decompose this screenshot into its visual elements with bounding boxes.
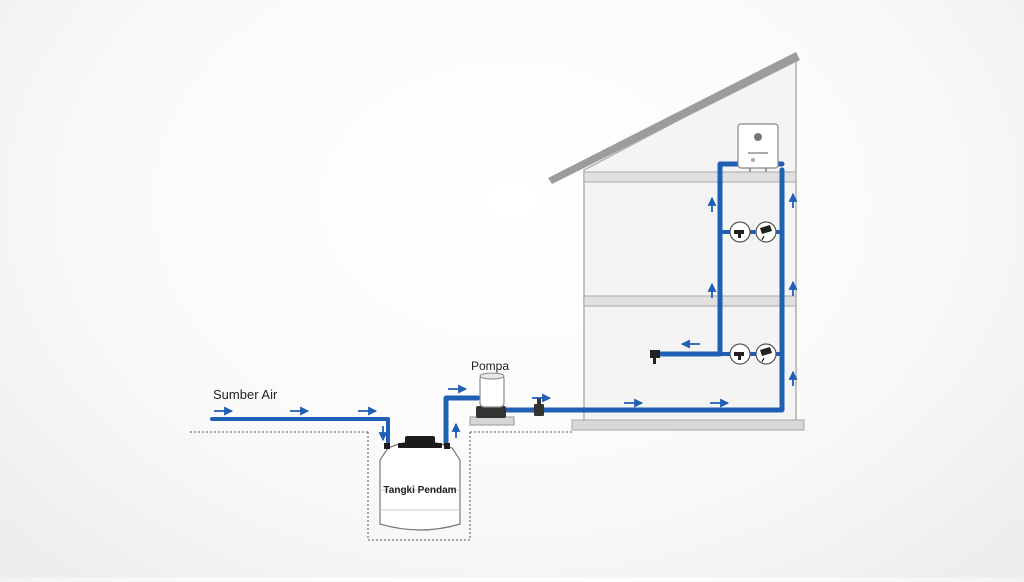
shower-icon <box>755 221 777 243</box>
house-foundation <box>571 419 805 431</box>
house-roof <box>548 52 800 184</box>
ground <box>190 431 572 541</box>
floor-slab-top <box>583 171 797 183</box>
hot-water-pipe <box>653 161 743 357</box>
faucet-icon <box>650 350 660 364</box>
water-pump-icon <box>469 372 515 426</box>
tank-to-pump-pipe <box>443 395 481 447</box>
source-label: Sumber Air <box>213 387 278 402</box>
floor-slab-middle <box>583 295 797 307</box>
faucet-icon <box>729 343 751 365</box>
water-heater-icon <box>737 123 779 172</box>
valve-icon <box>534 398 544 416</box>
flow-arrows <box>214 192 798 442</box>
tank-label: Tangki Pendam <box>383 485 456 496</box>
shower-icon <box>755 343 777 365</box>
pump-label: Pompa <box>471 359 509 373</box>
faucet-icon <box>729 221 751 243</box>
main-supply-pipe <box>500 167 785 413</box>
underground-tank-icon <box>379 436 461 531</box>
source-pipe <box>210 417 390 446</box>
